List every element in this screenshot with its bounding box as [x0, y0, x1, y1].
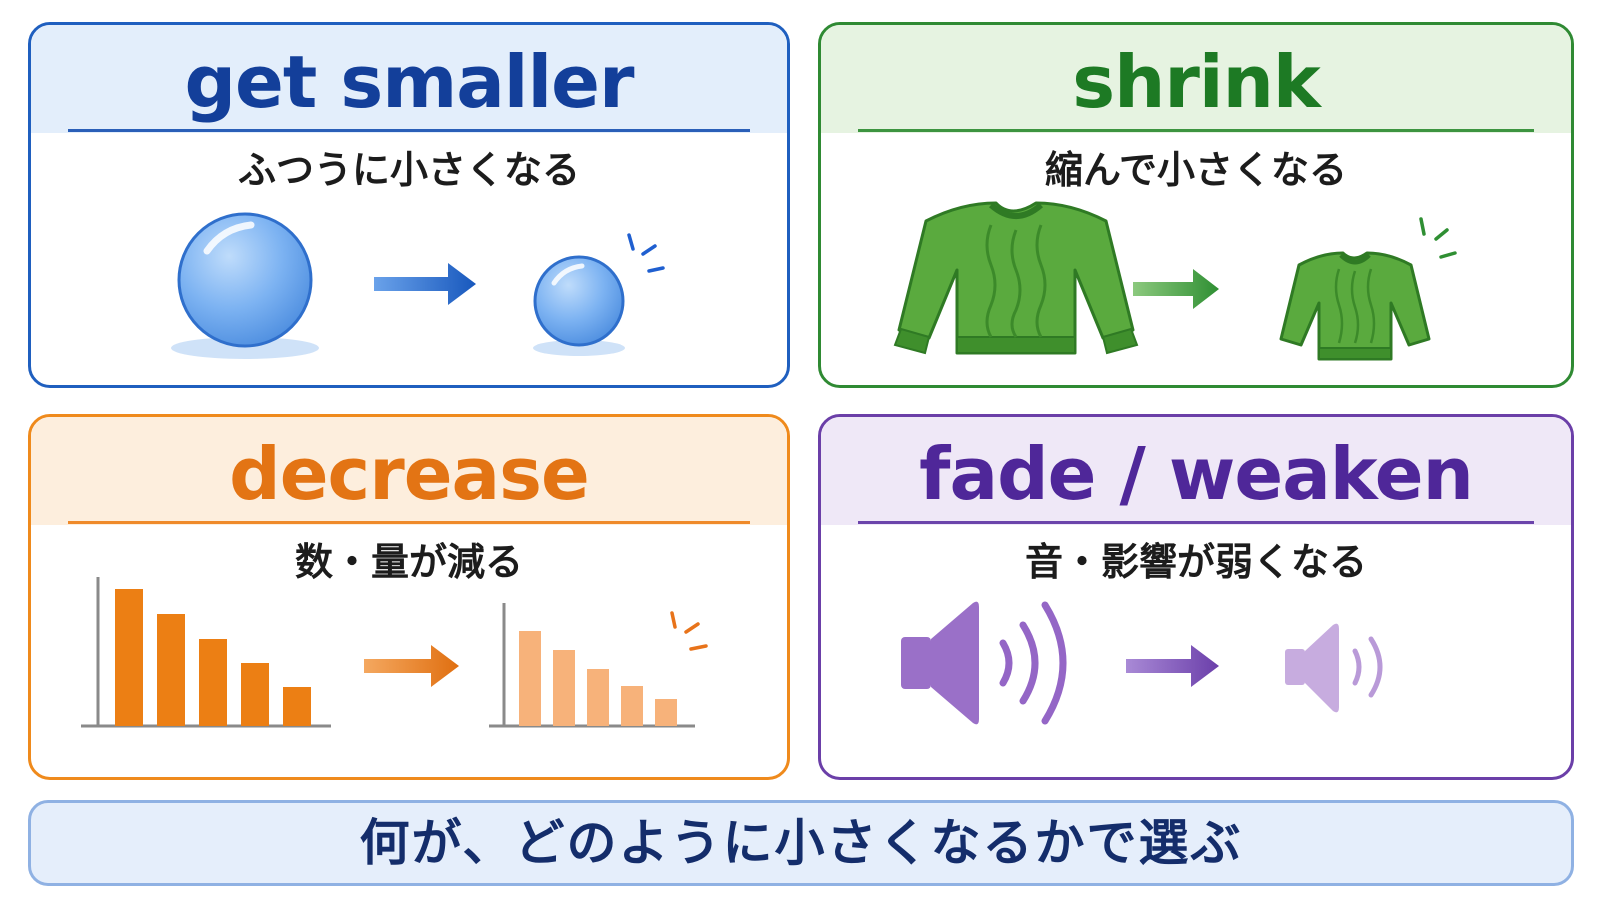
- card-subtitle: ふつうに小さくなる: [237, 148, 580, 192]
- ball-shrinks-icon: [171, 212, 665, 359]
- card-subtitle: 縮んで小さくなる: [1044, 148, 1348, 192]
- footer-banner: 何が、どのように小さくなるかで選ぶ: [28, 800, 1574, 886]
- bars-decrease-icon: [81, 577, 708, 728]
- card-fade-weaken: fade / weaken 音・影響が弱くなる: [818, 414, 1574, 780]
- card-title: fade / weaken: [919, 432, 1474, 516]
- card-title: get smaller: [184, 40, 634, 124]
- divider: [68, 521, 750, 524]
- card-title: decrease: [229, 432, 590, 516]
- card-header: fade / weaken: [821, 417, 1571, 525]
- divider: [858, 521, 1534, 524]
- footer-text: 何が、どのように小さくなるかで選ぶ: [359, 814, 1243, 872]
- card-header: get smaller: [31, 25, 787, 133]
- speaker-volume-down-icon: [901, 601, 1383, 725]
- divider: [68, 129, 750, 132]
- card-get-smaller: get smaller ふつうに小さくなる: [28, 22, 790, 388]
- card-subtitle: 数・量が減る: [294, 540, 523, 584]
- card-subtitle: 音・影響が弱くなる: [1024, 540, 1367, 584]
- card-shrink: shrink 縮んで小さくなる: [818, 22, 1574, 388]
- divider: [858, 129, 1534, 132]
- card-header: decrease: [31, 417, 787, 525]
- card-header: shrink: [821, 25, 1571, 133]
- card-title: shrink: [1072, 40, 1320, 124]
- sweater-shrinks-icon: [893, 201, 1457, 361]
- card-decrease: decrease 数・量が減る: [28, 414, 790, 780]
